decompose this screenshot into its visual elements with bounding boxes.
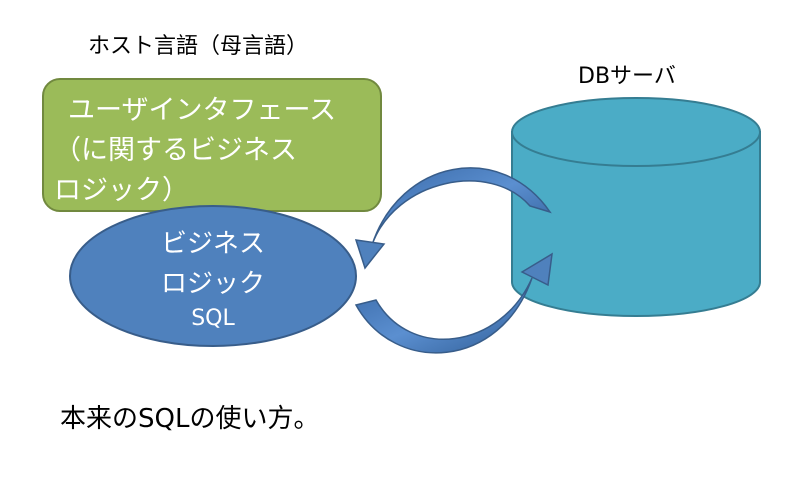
caption: 本来のSQLの使い方。 [60,404,320,434]
user-interface-logic-box: ユーザインタフェース （に関するビジネス ロジック） [42,78,382,212]
ui-box-line-2: （に関するビジネス [54,135,297,166]
ui-box-line-1: ユーザインタフェース [68,95,337,126]
database-cylinder [511,97,761,317]
response-arrow [354,252,553,354]
business-logic-line-1: ビジネス [160,229,265,259]
db-server-label: DBサーバ [578,64,676,89]
ui-box-line-3: ロジック） [54,175,189,206]
business-logic-line-3: SQL [191,306,235,331]
host-language-label: ホスト言語（母言語） [88,34,309,59]
business-logic-ellipse [69,205,357,347]
business-logic-line-2: ロジック [160,269,265,299]
request-arrow [354,167,552,270]
